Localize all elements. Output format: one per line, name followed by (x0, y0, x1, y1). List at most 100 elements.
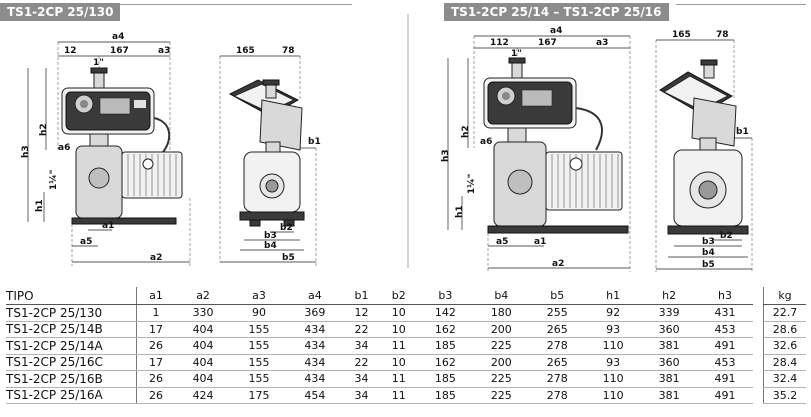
header-b2: b2 (380, 287, 418, 305)
left-base (71, 217, 177, 225)
cell-h2: 381 (641, 337, 698, 355)
dim-h2-right: h2 (461, 125, 471, 138)
cell-h2: 339 (641, 304, 698, 322)
left-front-dimensions: a4 12 167 a3 1" h2 h3 a6 1¼" h1 a1 a5 a2 (21, 32, 191, 266)
dim-a2: a2 (150, 253, 162, 263)
cell-a1: 1 (136, 304, 176, 322)
dim-78: 78 (282, 46, 295, 56)
dim-pipe-right: 1" (511, 49, 522, 59)
cell-b5: 265 (529, 321, 586, 338)
left-title-rule (120, 4, 352, 5)
cell-b5: 278 (529, 370, 586, 388)
cell-a1: 26 (136, 337, 176, 355)
dim-h3-right: h3 (441, 149, 451, 162)
cell-b4: 225 (473, 387, 530, 404)
cell-kg: 28.4 (763, 354, 806, 371)
dim-b1-right: b1 (736, 127, 749, 137)
dim-h2: h2 (39, 123, 49, 136)
dim-b4: b4 (264, 241, 277, 251)
cell-b5: 278 (529, 387, 586, 404)
cell-tipo: TS1-2CP 25/16B (6, 370, 137, 388)
cell-b4: 225 (473, 337, 530, 355)
header-a4: a4 (286, 287, 343, 305)
cell-tipo: TS1-2CP 25/14B (6, 321, 137, 338)
cell-a1: 17 (136, 321, 176, 338)
dim-a1-right: a1 (534, 237, 546, 247)
dim-h1-right: h1 (455, 205, 465, 218)
header-b5: b5 (529, 287, 586, 305)
cell-a1: 26 (136, 387, 176, 404)
dim-a2-right: a2 (552, 259, 564, 269)
cell-kg: 32.6 (763, 337, 806, 355)
right-cable (575, 107, 603, 151)
cell-h1: 110 (585, 370, 642, 388)
cell-a3: 155 (231, 370, 287, 388)
left-pump-side-view (228, 79, 305, 227)
right-front-dimensions: a4 112 167 a3 1" h2 h3 a6 1¼" h1 a5 a1 a… (441, 26, 631, 272)
cell-b1: 34 (342, 370, 381, 388)
cell-a4: 434 (286, 321, 343, 338)
dim-112: 112 (490, 38, 509, 48)
cell-h2: 360 (641, 321, 698, 338)
left-pump-front-view (61, 67, 183, 225)
cell-tipo: TS1-2CP 25/16C (6, 354, 137, 371)
dim-b1: b1 (308, 137, 321, 147)
dim-h1: h1 (35, 199, 45, 212)
dim-78-right: 78 (716, 30, 729, 40)
cell-b2: 11 (380, 387, 418, 404)
cell-b4: 225 (473, 370, 530, 388)
cell-h3: 453 (697, 321, 753, 338)
cell-b3: 162 (417, 321, 474, 338)
cell-h3: 491 (697, 370, 753, 388)
cell-b5: 265 (529, 354, 586, 371)
right-title-rule (676, 4, 806, 5)
dim-a4: a4 (112, 32, 124, 42)
header-b3: b3 (417, 287, 474, 305)
dim-a3-right: a3 (596, 38, 608, 48)
dim-inlet: 1¼" (48, 170, 59, 190)
cell-a3: 155 (231, 321, 287, 338)
cell-a2: 330 (175, 304, 232, 322)
dim-a6-right: a6 (480, 137, 492, 147)
cell-kg: 28.6 (763, 321, 806, 338)
dim-a5-right: a5 (496, 237, 508, 247)
cell-b2: 10 (380, 304, 418, 322)
cell-a2: 424 (175, 387, 232, 404)
dim-a6: a6 (58, 143, 70, 153)
cell-b3: 185 (417, 387, 474, 404)
header-h3: h3 (697, 287, 753, 305)
cell-a4: 434 (286, 337, 343, 355)
dim-165: 165 (236, 46, 255, 56)
cell-b1: 34 (342, 337, 381, 355)
cell-b3: 185 (417, 337, 474, 355)
cell-a2: 404 (175, 354, 232, 371)
header-tipo: TIPO (6, 287, 137, 305)
cell-kg: 22.7 (763, 304, 806, 322)
cell-tipo: TS1-2CP 25/130 (6, 304, 137, 322)
dim-b3: b3 (264, 231, 277, 241)
right-pump-side-view (659, 59, 749, 235)
cell-a3: 155 (231, 354, 287, 371)
cell-a2: 404 (175, 370, 232, 388)
dim-a1: a1 (102, 221, 114, 231)
cell-b1: 22 (342, 321, 381, 338)
dim-b2-right: b2 (720, 231, 733, 241)
cell-b3: 142 (417, 304, 474, 322)
header-b4: b4 (473, 287, 530, 305)
dim-167-right: 167 (538, 38, 557, 48)
table-header-row: TIPO a1 a2 a3 a4 b1 b2 b3 b4 b5 h1 h2 h3… (6, 287, 806, 305)
dim-a5: a5 (80, 237, 92, 247)
spec-table: TIPO a1 a2 a3 a4 b1 b2 b3 b4 b5 h1 h2 h3… (6, 287, 806, 404)
cell-b2: 10 (380, 321, 418, 338)
header-b1: b1 (342, 287, 381, 305)
cell-a4: 454 (286, 387, 343, 404)
cell-b1: 22 (342, 354, 381, 371)
cell-a3: 90 (231, 304, 287, 322)
header-kg: kg (763, 287, 806, 305)
cell-a4: 434 (286, 370, 343, 388)
cell-b2: 10 (380, 354, 418, 371)
cell-h1: 93 (585, 354, 642, 371)
